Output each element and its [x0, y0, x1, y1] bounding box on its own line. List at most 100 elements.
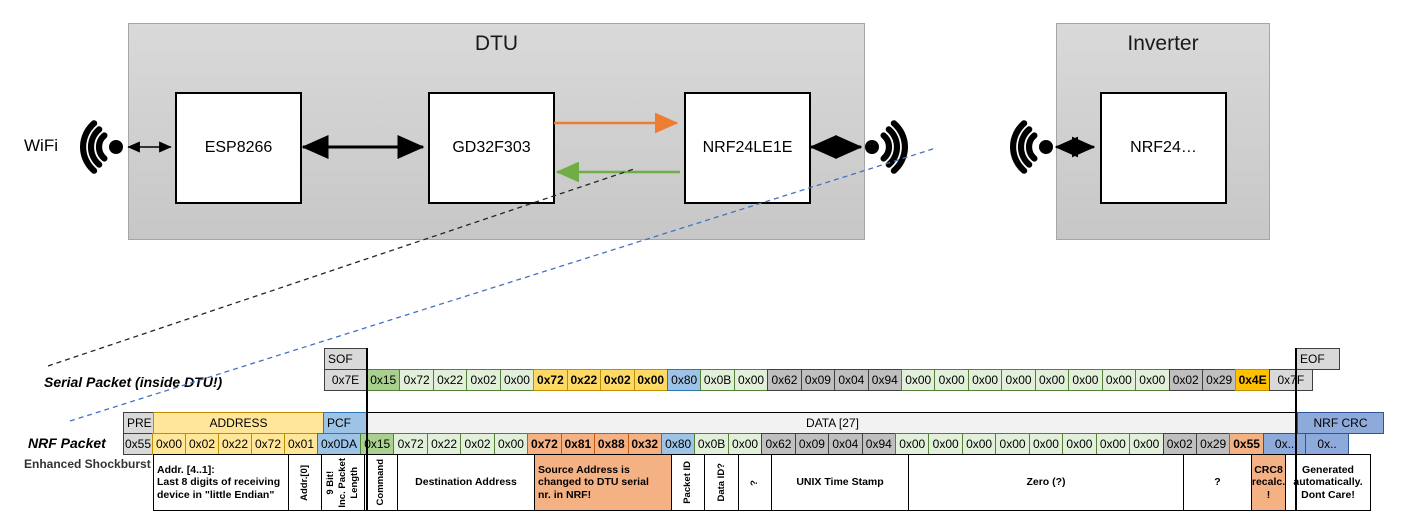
byte-cell: 0x02	[600, 369, 635, 391]
annotation-cell: Packet ID	[671, 454, 705, 511]
byte-cell: 0x09	[800, 369, 836, 391]
byte-cell: 0x15	[366, 369, 401, 391]
annotation-cell: 9 Bit! Inc. Packet Length	[321, 454, 365, 511]
byte-cell: 0x94	[861, 433, 896, 455]
byte-cell: 0x0B	[694, 433, 729, 455]
byte-cell: 0x00	[633, 369, 668, 391]
byte-cell: 0x80	[666, 369, 702, 391]
address-byte: 0x00	[152, 433, 186, 455]
annotation-text: Destination Address	[415, 476, 517, 489]
byte-cell: 0x72	[533, 369, 568, 391]
annotation-cell: Data ID?	[704, 454, 739, 511]
byte-cell: 0x02	[460, 433, 495, 455]
byte-cell: 0x09	[794, 433, 830, 455]
byte-cell: 0x88	[594, 433, 629, 455]
byte-cell: 0x00	[493, 433, 529, 455]
byte-cell: 0x00	[1001, 369, 1036, 391]
sof-header: SOF	[324, 348, 368, 370]
byte-cell: 0x32	[627, 433, 662, 455]
annotation-cell: Addr. [4..1]: Last 8 digits of receiving…	[153, 454, 289, 511]
pre-byte: 0x55	[123, 433, 153, 455]
sof-byte: 0x7E	[324, 369, 367, 391]
byte-cell: 0x29	[1195, 433, 1231, 455]
byte-cell: 0x22	[566, 369, 602, 391]
chip-nrf24-inverter: NRF24…	[1100, 92, 1227, 204]
annotation-cell: CRC8 recalc. !	[1251, 454, 1286, 511]
byte-cell: 0x02	[1162, 433, 1197, 455]
serial-packet-label: Serial Packet (inside DTU!)	[44, 374, 223, 390]
byte-cell: 0x72	[527, 433, 562, 455]
chip-gd32f303: GD32F303	[428, 92, 555, 204]
byte-cell: 0x02	[1168, 369, 1203, 391]
data-header: DATA [27]	[367, 412, 1298, 434]
byte-cell: 0x0B	[700, 369, 735, 391]
eof-header: EOF	[1296, 348, 1340, 370]
annotation-cell: Addr.[0]	[288, 454, 322, 511]
byte-cell: 0x00	[895, 433, 930, 455]
address-byte: 0x72	[251, 433, 285, 455]
byte-cell: 0x00	[1062, 433, 1097, 455]
wifi-icon-inverter-antenna	[1013, 123, 1053, 170]
byte-cell: 0x00	[499, 369, 535, 391]
byte-cell: 0x00	[1028, 433, 1064, 455]
byte-cell: 0x72	[399, 369, 434, 391]
byte-cell: 0x22	[432, 369, 468, 391]
annotation-text: ?	[1214, 476, 1221, 489]
byte-cell: 0x04	[834, 369, 869, 391]
byte-cell: 0x00	[1129, 433, 1164, 455]
address-byte: 0x01	[284, 433, 318, 455]
byte-cell: 0x00	[961, 433, 997, 455]
annotation-cell: ?	[1183, 454, 1252, 511]
address-header: ADDRESS	[153, 412, 324, 434]
byte-cell: 0x62	[767, 369, 802, 391]
crc-byte: 0x..	[1305, 433, 1349, 455]
address-byte: 0x02	[185, 433, 219, 455]
annotation-text: Source Address is changed to DTU serial …	[538, 463, 649, 501]
annotation-text: UNIX Time Stamp	[796, 476, 884, 489]
byte-cell: 0x00	[1101, 369, 1137, 391]
byte-cell: 0x00	[901, 369, 936, 391]
annotation-text: Generated automatically. Dont Care!	[1293, 463, 1363, 501]
dtu-title: DTU	[474, 32, 519, 55]
byte-cell: 0x04	[828, 433, 863, 455]
byte-cell: 0x00	[1068, 369, 1103, 391]
byte-cell: 0x4E	[1235, 369, 1270, 391]
address-byte: 0x22	[218, 433, 252, 455]
byte-cell: 0x00	[934, 369, 969, 391]
annotation-cell: Destination Address	[397, 454, 535, 511]
annotation-cell: ?	[738, 454, 772, 511]
annotation-row: Addr. [4..1]: Last 8 digits of receiving…	[153, 454, 1371, 511]
annotation-text: Command	[375, 459, 387, 506]
byte-cell: 0x00	[727, 433, 763, 455]
annotation-cell: Generated automatically. Dont Care!	[1285, 454, 1371, 511]
byte-cell: 0x22	[426, 433, 462, 455]
nrf-crc-header: NRF CRC	[1297, 412, 1384, 434]
annotation-text: Data ID?	[715, 463, 727, 502]
wifi-label: WiFi	[24, 136, 58, 155]
byte-cell: 0x62	[761, 433, 796, 455]
annotation-cell: Command	[364, 454, 398, 511]
wifi-icon-left	[83, 123, 123, 170]
inverter-title: Inverter	[1127, 32, 1199, 55]
byte-cell: 0x29	[1201, 369, 1237, 391]
byte-cell: 0x00	[995, 433, 1030, 455]
pcf-byte: 0x0DA	[317, 433, 361, 455]
byte-cell: 0x02	[466, 369, 501, 391]
annotation-text: Packet ID	[682, 461, 694, 504]
byte-cell: 0x00	[1135, 369, 1170, 391]
byte-cell: 0x72	[393, 433, 428, 455]
pre-header: PRE	[123, 412, 154, 434]
annotation-text: Zero (?)	[1026, 476, 1066, 489]
annotation-text: CRC8 recalc. !	[1251, 463, 1286, 501]
byte-cell: 0x55	[1229, 433, 1264, 455]
pcf-header: PCF	[323, 412, 368, 434]
annotation-cell: UNIX Time Stamp	[771, 454, 909, 511]
byte-cell: 0x00	[967, 369, 1003, 391]
annotation-text: 9 Bit! Inc. Packet Length	[325, 457, 360, 508]
byte-cell: 0x00	[1095, 433, 1131, 455]
byte-cell: 0x80	[660, 433, 696, 455]
byte-cell: 0x00	[1034, 369, 1070, 391]
byte-cell: 0x81	[560, 433, 596, 455]
